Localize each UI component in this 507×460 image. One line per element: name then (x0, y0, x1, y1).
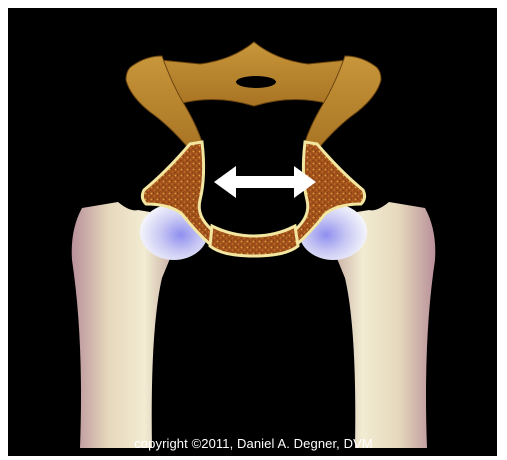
copyright-text: copyright ©2011, Daniel A. Degner, DVM (12, 436, 495, 451)
sacral-foramen (236, 76, 276, 88)
